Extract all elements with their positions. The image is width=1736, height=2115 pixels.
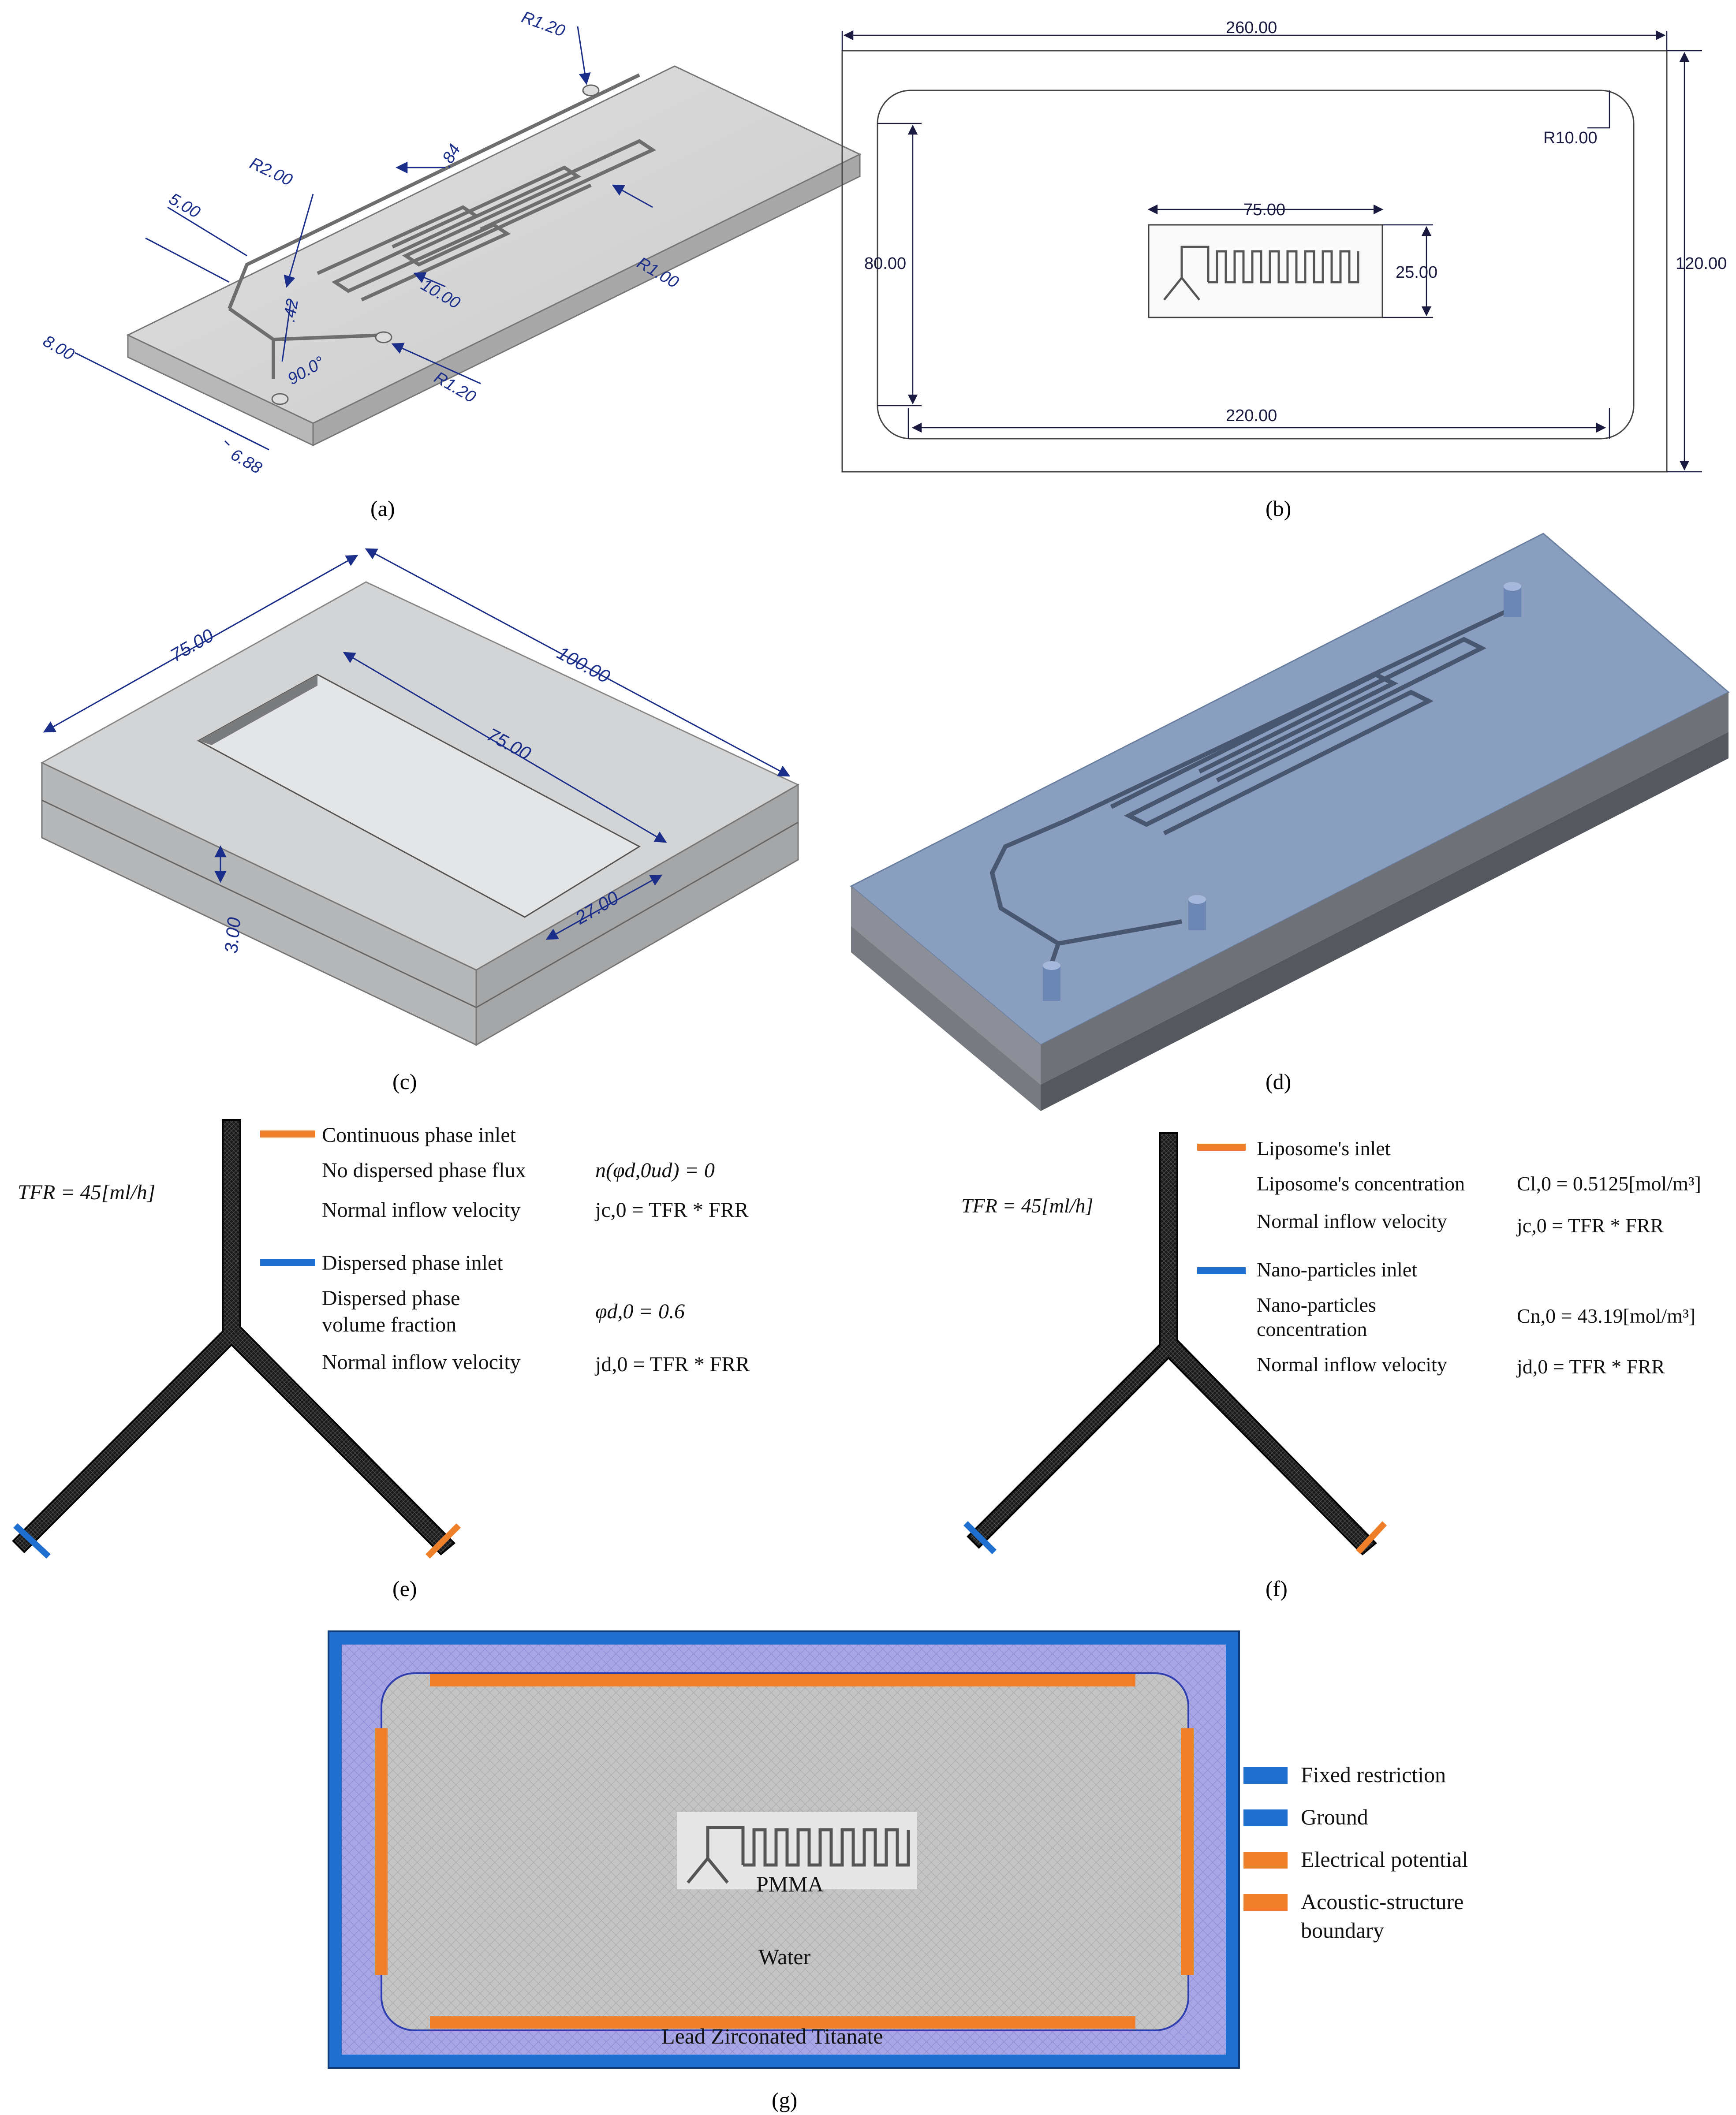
caption-e: (e) [392, 1576, 417, 1601]
panel-c-holder: 75.00 100.00 75.00 27.00 3.00 (c) [40, 548, 800, 1094]
f-legend-blue-swatch [1197, 1267, 1246, 1274]
g-label-pzt: Lead Zirconated Titanate [661, 2024, 883, 2048]
g-electrode-right [1181, 1728, 1194, 1975]
dim-r2: R2.00 [247, 154, 295, 190]
f-row1-value: Cl,0 = 0.5125[mol/m³] [1517, 1172, 1701, 1195]
g-legend-label-3b: boundary [1301, 1918, 1384, 1943]
f-row3-label-2: concentration [1257, 1318, 1367, 1340]
g-legend: Fixed restriction Ground Electrical pote… [1243, 1762, 1468, 1943]
inlet-posts [1043, 582, 1521, 1001]
e-row4-label: Normal inflow velocity [322, 1350, 521, 1374]
dim-b-r10: R10.00 [1543, 129, 1598, 147]
dim-b-260: 260.00 [1226, 19, 1277, 37]
dim-c-3: 3.00 [220, 916, 244, 954]
g-legend-label-3a: Acoustic-structure [1301, 1889, 1463, 1914]
dim-c-75a: 75.00 [167, 625, 217, 666]
dim-b-25: 25.00 [1396, 263, 1437, 282]
dim-r120-top: R1.20 [519, 8, 567, 41]
caption-g: (g) [772, 2088, 797, 2112]
e-legend-continuous: Continuous phase inlet [322, 1123, 516, 1147]
g-legend-swatch-1 [1243, 1809, 1288, 1826]
f-tfr: TFR = 45[ml/h] [961, 1194, 1093, 1217]
e-legend-orange-swatch [260, 1130, 315, 1138]
g-electrode-bottom [430, 2016, 1135, 2029]
e-legend-dispersed: Dispersed phase inlet [322, 1251, 503, 1275]
panel-a-isometric-chip: R1.20 R2.00 .84 5.00 R1.00 10.00 .42 90.… [40, 8, 862, 521]
f-row4-value: jd,0 = TFR * FRR [1516, 1355, 1665, 1378]
f-row1-label: Liposome's concentration [1257, 1172, 1465, 1195]
dim-42: .42 [280, 298, 302, 324]
f-row2-value: jc,0 = TFR * FRR [1516, 1214, 1664, 1237]
panel-g-fem-domain: PMMA Water Lead Zirconated Titanate Fixe… [328, 1630, 1468, 2112]
f-legend-liposome: Liposome's inlet [1257, 1137, 1391, 1160]
f-orange-inlet-marker [1355, 1521, 1387, 1554]
g-electrode-top [430, 1674, 1135, 1686]
dim-b-220: 220.00 [1226, 407, 1277, 425]
caption-b: (b) [1266, 496, 1291, 521]
g-electrode-left [375, 1728, 388, 1975]
e-row2-label: Normal inflow velocity [322, 1198, 521, 1222]
f-legend-nano: Nano-particles inlet [1257, 1258, 1417, 1281]
e-blue-inlet-marker [13, 1523, 51, 1559]
e-legend-blue-swatch [260, 1259, 315, 1266]
panel-e-boundary-conditions: TFR = 45[ml/h] Continuous phase inlet No… [12, 1119, 750, 1601]
g-legend-swatch-0 [1243, 1767, 1288, 1784]
dim-688: 6.88 [228, 445, 265, 477]
caption-f: (f) [1266, 1576, 1288, 1601]
e-row2-value: jc,0 = TFR * FRR [594, 1198, 749, 1222]
f-legend-orange-swatch [1197, 1144, 1246, 1151]
e-orange-inlet-marker [426, 1523, 461, 1559]
e-row1-value: n(φd,0ud) = 0 [595, 1159, 715, 1182]
g-label-pmma: PMMA [756, 1872, 824, 1896]
panel-d-3d-render: (d) [850, 533, 1730, 1111]
g-legend-label-1: Ground [1301, 1805, 1368, 1829]
caption-a: (a) [370, 496, 395, 521]
panel-f-boundary-conditions: TFR = 45[ml/h] Liposome's inlet Liposome… [961, 1132, 1701, 1601]
caption-c: (c) [392, 1069, 417, 1094]
e-row4-value: jd,0 = TFR * FRR [594, 1353, 750, 1376]
dim-b-120: 120.00 [1676, 254, 1727, 273]
panel-b-top-view: 260.00 120.00 R10.00 80.00 220.00 75.00 … [841, 19, 1727, 521]
dim-8: 8.00 [40, 332, 77, 364]
dim-b-80: 80.00 [864, 254, 906, 273]
f-row4-label: Normal inflow velocity [1257, 1353, 1447, 1376]
g-legend-swatch-3 [1243, 1894, 1288, 1911]
g-legend-label-0: Fixed restriction [1301, 1762, 1446, 1787]
e-row3-value: φd,0 = 0.6 [595, 1300, 685, 1323]
f-row2-label: Normal inflow velocity [1257, 1210, 1447, 1232]
e-row1-label: No dispersed phase flux [322, 1159, 526, 1182]
e-row3-label-2: volume fraction [322, 1313, 456, 1336]
f-row3-label-1: Nano-particles [1257, 1294, 1376, 1316]
e-row3-label-1: Dispersed phase [322, 1287, 460, 1310]
dim-b-75: 75.00 [1243, 201, 1285, 219]
e-tfr: TFR = 45[ml/h] [18, 1181, 155, 1204]
dim-84: .84 [437, 141, 464, 171]
caption-d: (d) [1266, 1069, 1291, 1094]
f-blue-inlet-marker [963, 1521, 997, 1554]
g-label-water: Water [758, 1944, 810, 1969]
g-legend-swatch-2 [1243, 1852, 1288, 1869]
f-row3-value: Cn,0 = 43.19[mol/m³] [1517, 1305, 1695, 1327]
g-legend-label-2: Electrical potential [1301, 1847, 1468, 1872]
